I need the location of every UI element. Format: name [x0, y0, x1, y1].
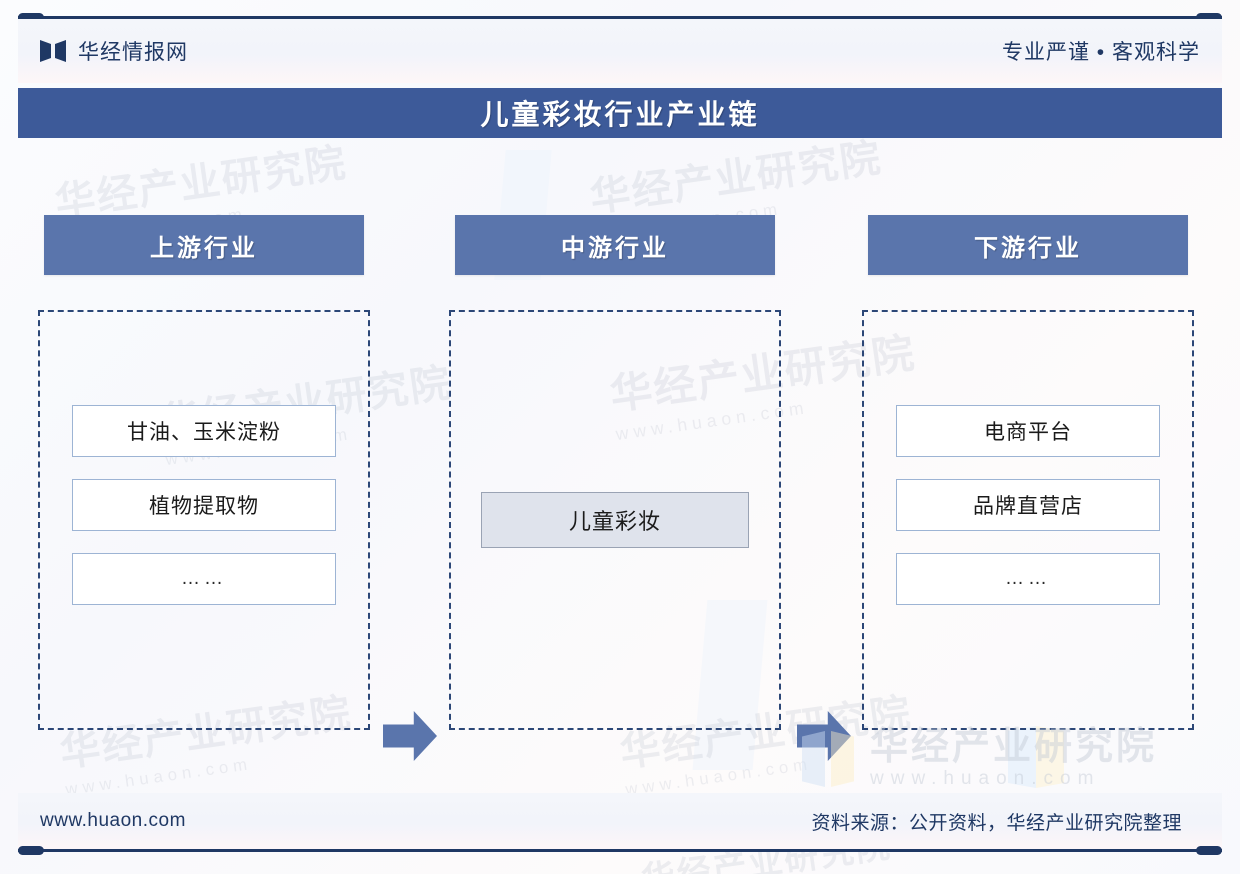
- chain-item[interactable]: 品牌直营店: [896, 479, 1160, 531]
- column-header-upstream: 上游行业: [44, 215, 364, 275]
- column-body-upstream: 甘油、玉米淀粉 植物提取物 ……: [38, 310, 370, 730]
- column-body-downstream: 电商平台 品牌直营店 ……: [862, 310, 1194, 730]
- corner-watermark-url: www.huaon.com: [870, 767, 1101, 789]
- watermark-label: 华经产业研究院: [52, 140, 350, 226]
- rule-cap-right: [1196, 846, 1222, 855]
- column-header-downstream: 下游行业: [868, 215, 1188, 275]
- chain-item-more[interactable]: ……: [72, 553, 336, 605]
- header-slogan: 专业严谨 • 客观科学: [1001, 41, 1200, 64]
- chain-item[interactable]: 植物提取物: [72, 479, 336, 531]
- chain-item[interactable]: 电商平台: [896, 405, 1160, 457]
- chain-item[interactable]: 甘油、玉米淀粉: [72, 405, 336, 457]
- corner-watermark-text: 华经产业研究院 www.huaon.com: [870, 727, 1240, 790]
- rule-cap-left: [18, 13, 44, 22]
- industry-chain-diagram: 上游行业 甘油、玉米淀粉 植物提取物 …… 中游行业 儿童彩妆 下游行业: [0, 215, 1240, 761]
- page-title: 儿童彩妆行业产业链: [480, 99, 760, 130]
- watermark-url: www.huaon.com: [624, 754, 814, 800]
- page-title-bar: 儿童彩妆行业产业链: [18, 88, 1222, 138]
- rule-cap-right: [1196, 13, 1222, 22]
- column-heading-label: 中游行业: [561, 234, 669, 262]
- bottom-rule: [18, 846, 1222, 855]
- column-heading-label: 下游行业: [974, 234, 1082, 262]
- chain-item-core[interactable]: 儿童彩妆: [481, 492, 749, 548]
- chain-column-downstream: 下游行业 电商平台 品牌直营店 ……: [862, 215, 1194, 730]
- arrow-right-icon: [797, 711, 851, 761]
- footer-source: 资料来源：公开资料，华经产业研究院整理: [811, 812, 1182, 834]
- brand-name: 华经情报网: [78, 41, 188, 64]
- footer-url[interactable]: www.huaon.com: [40, 810, 186, 831]
- chain-column-upstream: 上游行业 甘油、玉米淀粉 植物提取物 ……: [38, 215, 370, 730]
- huaon-book-logo-icon: [40, 40, 66, 62]
- ghost-panel: [1008, 726, 1036, 788]
- watermark-label: 华经产业研究院: [587, 135, 885, 221]
- arrow-right-icon: [383, 711, 437, 761]
- ghost-panel: [1036, 726, 1064, 788]
- corner-watermark: 华经产业研究院 www.huaon.com: [800, 727, 1240, 790]
- column-heading-label: 上游行业: [150, 234, 258, 262]
- chain-item-more[interactable]: ……: [896, 553, 1160, 605]
- chain-column-midstream: 中游行业 儿童彩妆: [449, 215, 781, 730]
- watermark-url: www.huaon.com: [64, 754, 254, 800]
- brand: 华经情报网: [40, 36, 188, 66]
- top-rule: [18, 13, 1222, 22]
- column-body-midstream: 儿童彩妆: [449, 310, 781, 730]
- rule-cap-left: [18, 846, 44, 855]
- page-header: 华经情报网 专业严谨 • 客观科学: [18, 19, 1222, 83]
- column-header-midstream: 中游行业: [455, 215, 775, 275]
- page-footer: www.huaon.com 资料来源：公开资料，华经产业研究院整理: [18, 793, 1222, 849]
